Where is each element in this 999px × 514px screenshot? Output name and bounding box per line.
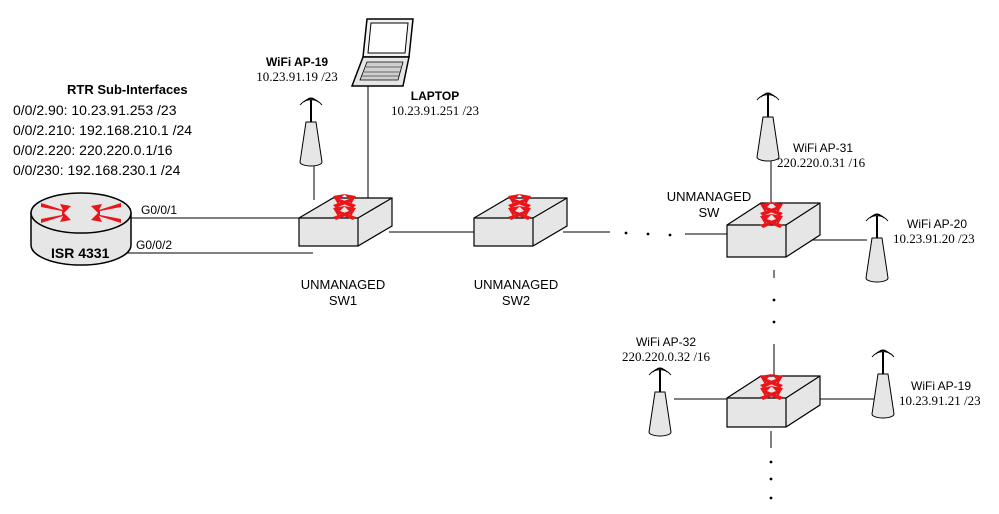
port-label-g002: G0/0/2 xyxy=(136,238,173,252)
subinterfaces-list: 0/0/2.90: 10.23.91.253 /23 0/0/2.210: 19… xyxy=(13,100,192,180)
switch-icon-sw2[interactable] xyxy=(473,194,568,247)
subinterface-line: 0/0/2.210: 192.168.210.1 /24 xyxy=(13,122,193,138)
connections xyxy=(103,86,877,448)
ap-label-ap20: WiFi AP-20 10.23.91.20 /23 xyxy=(893,217,975,247)
subinterface-line: 0/0/2.220: 220.220.0.1/16 xyxy=(13,142,173,158)
ap-label-ap19-top: WiFi AP-19 10.23.91.19 /23 xyxy=(256,55,338,85)
switch-icon-sw3[interactable] xyxy=(726,202,821,258)
ap-label-ap19-bottom: WiFi AP-19 10.23.91.21 /23 xyxy=(899,379,981,409)
wifi-ap-icon-ap19-top[interactable] xyxy=(299,97,323,167)
switch-icon-sw4[interactable] xyxy=(726,374,821,428)
ap-label-ap32: WiFi AP-32 220.220.0.32 /16 xyxy=(621,335,711,365)
subinterfaces-title: RTR Sub-Interfaces xyxy=(67,82,188,97)
subinterface-line: 0/0/230: 192.168.230.1 /24 xyxy=(13,162,181,178)
switch-label-sw2: UNMANAGED SW2 xyxy=(473,277,559,308)
laptop-icon[interactable] xyxy=(350,18,414,87)
port-label-g001: G0/0/1 xyxy=(141,203,178,217)
router-icon[interactable] xyxy=(30,192,132,266)
subinterface-line: 0/0/2.90: 10.23.91.253 /23 xyxy=(13,102,177,118)
router-name: ISR 4331 xyxy=(51,245,110,261)
wifi-ap-icon-ap19-bottom[interactable] xyxy=(871,349,895,419)
wifi-ap-icon-ap32[interactable] xyxy=(648,367,672,437)
dotted-links xyxy=(624,231,776,500)
switch-label-sw1: UNMANAGED SW1 xyxy=(300,277,386,308)
ap-label-ap31: WiFi AP-31 220.220.0.31 /16 xyxy=(777,141,866,171)
laptop-label: LAPTOP 10.23.91.251 /23 xyxy=(390,89,480,119)
wifi-ap-icon-ap20[interactable] xyxy=(865,213,889,283)
switch-label-sw3: UNMANAGED SW xyxy=(666,189,752,220)
switch-icon-sw1[interactable] xyxy=(298,194,393,247)
wifi-ap-icon-ap31[interactable] xyxy=(756,92,780,162)
